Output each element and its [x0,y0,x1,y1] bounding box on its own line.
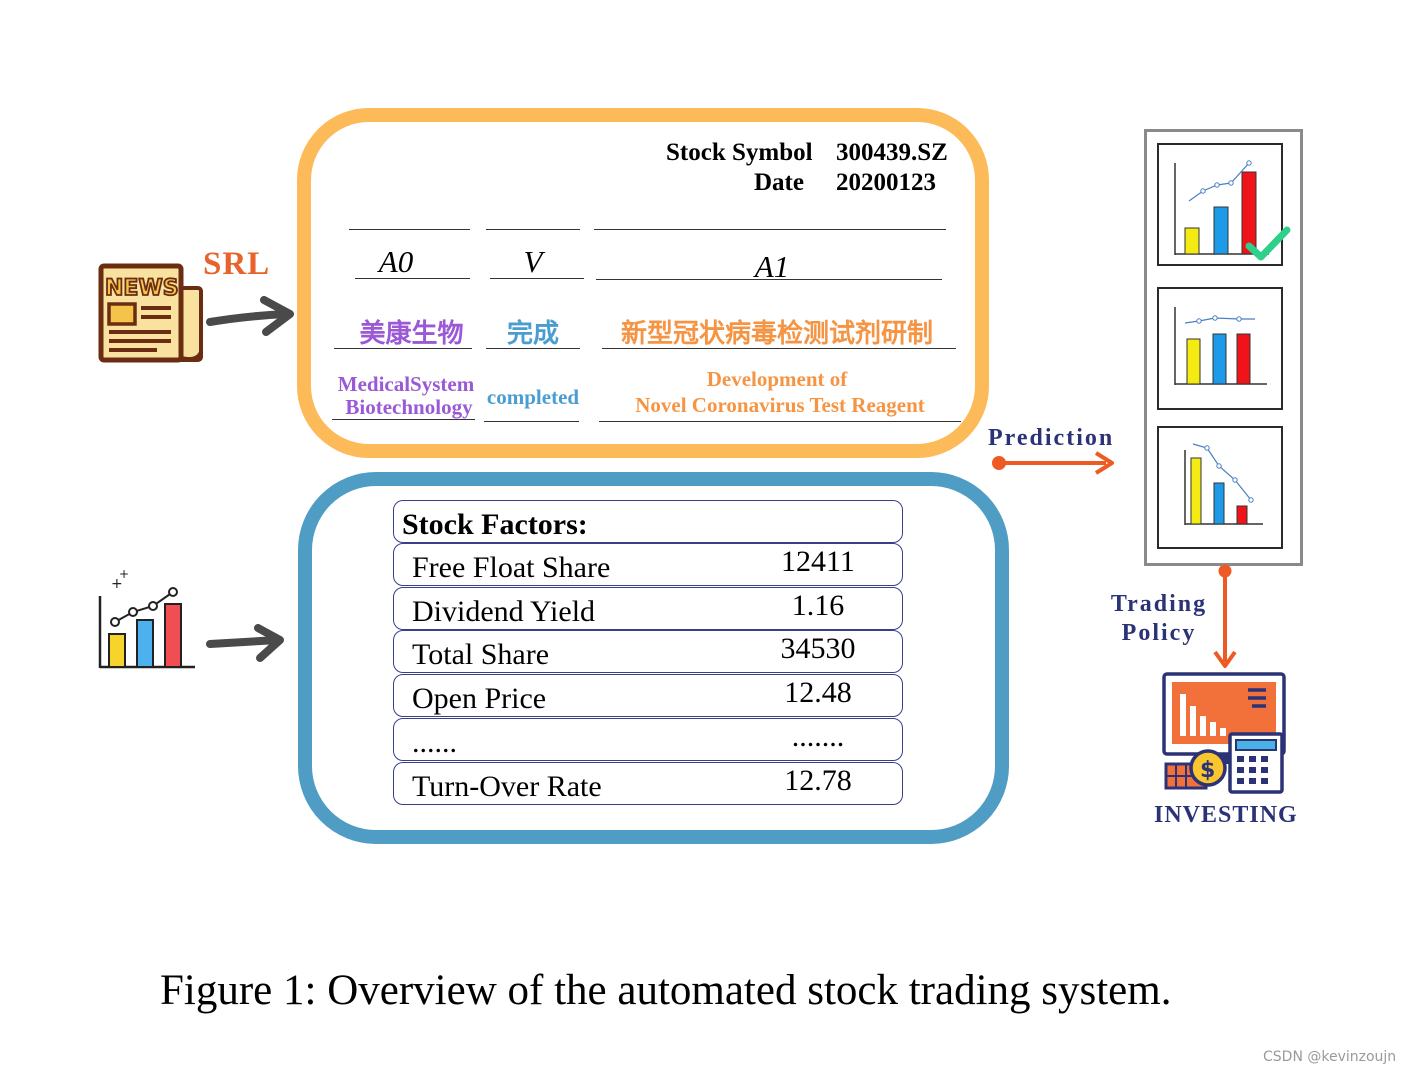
table-row: ...... ....... [393,718,903,761]
zh-a0: 美康生物 [359,319,464,349]
factor-header-label: Stock Factors: [402,508,588,541]
factor-name: ...... [412,726,457,759]
rule [334,348,472,349]
rule [594,229,946,230]
date-label: Date [754,169,804,196]
rule [599,421,961,422]
rule [602,348,956,349]
stock-symbol-value: 300439.SZ [836,139,948,166]
news-to-srl-arrow [206,296,294,336]
srl-frame [297,108,989,458]
investing-icon: $ [1162,672,1286,794]
svg-text:NEWS: NEWS [105,276,179,301]
falling-chart-card [1157,426,1283,549]
factor-name: Dividend Yield [412,595,596,628]
srl-label: SRL [203,246,271,282]
figure-caption: Figure 1: Overview of the automated stoc… [160,967,1172,1014]
rule [355,278,470,279]
rule [349,229,470,230]
falling-chart-icon [1184,443,1263,525]
role-a1: A1 [754,249,790,284]
prediction-panel [1144,129,1303,566]
factor-value: 12.78 [784,764,852,797]
rule [486,348,580,349]
prediction-arrow [992,451,1114,475]
flat-chart-icon [1174,307,1267,385]
table-row: Total Share 34530 [393,630,903,673]
date-value: 20200123 [836,169,936,196]
stock-symbol-label: Stock Symbol [666,139,813,166]
table-row: Free Float Share 12411 [393,543,903,586]
watermark: CSDN @kevinzoujn [1263,1049,1397,1065]
flat-chart-card [1157,287,1283,410]
stock-factor-frame [298,472,1009,844]
news-icon: NEWS [98,263,203,363]
factor-name: Total Share [412,638,550,671]
factor-name: Free Float Share [412,551,611,584]
en-a0-line2: Biotechnology [345,395,473,419]
factor-header: Stock Factors: [393,500,903,543]
rising-chart-icon [1174,160,1269,255]
en-v: completed [486,385,580,409]
table-row: Open Price 12.48 [393,674,903,717]
trading-policy-line2: Policy [1121,620,1197,646]
table-row: Dividend Yield 1.16 [393,587,903,630]
rising-chart-card [1157,143,1283,266]
rule [332,419,475,420]
factor-value: 12411 [781,545,855,578]
rule [596,279,942,280]
zh-a1: 新型冠状病毒检测试剂研制 [620,319,933,349]
en-a0-line1: MedicalSystem [337,372,475,396]
factor-name: Turn-Over Rate [412,770,602,803]
trading-policy-label: Trading Policy [1096,590,1222,648]
table-row: Turn-Over Rate 12.78 [393,762,903,805]
prediction-label: Prediction [988,425,1115,451]
factor-value: 34530 [780,632,856,665]
factor-value: 1.16 [791,589,845,622]
check-icon [1245,226,1291,261]
svg-text:$: $ [1200,758,1215,783]
role-v: V [523,244,543,279]
factor-value: ....... [791,720,845,753]
role-a0: A0 [378,244,414,279]
factor-name: Open Price [412,682,547,715]
rule [486,229,580,230]
trading-policy-arrow [1213,564,1237,668]
en-a1-line2: Novel Coronavirus Test Reagent [635,393,925,417]
trading-policy-line1: Trading [1110,591,1208,617]
factor-value: 12.48 [784,676,852,709]
rule [484,421,579,422]
en-a1-line1: Development of [706,367,848,391]
investing-label: INVESTING [1154,802,1298,828]
growth-chart-icon: + + [98,567,195,669]
factors-arrow [206,624,284,662]
zh-v: 完成 [506,319,559,349]
svg-text:+: + [119,567,129,581]
svg-text:+: + [111,576,123,592]
rule [490,278,584,279]
